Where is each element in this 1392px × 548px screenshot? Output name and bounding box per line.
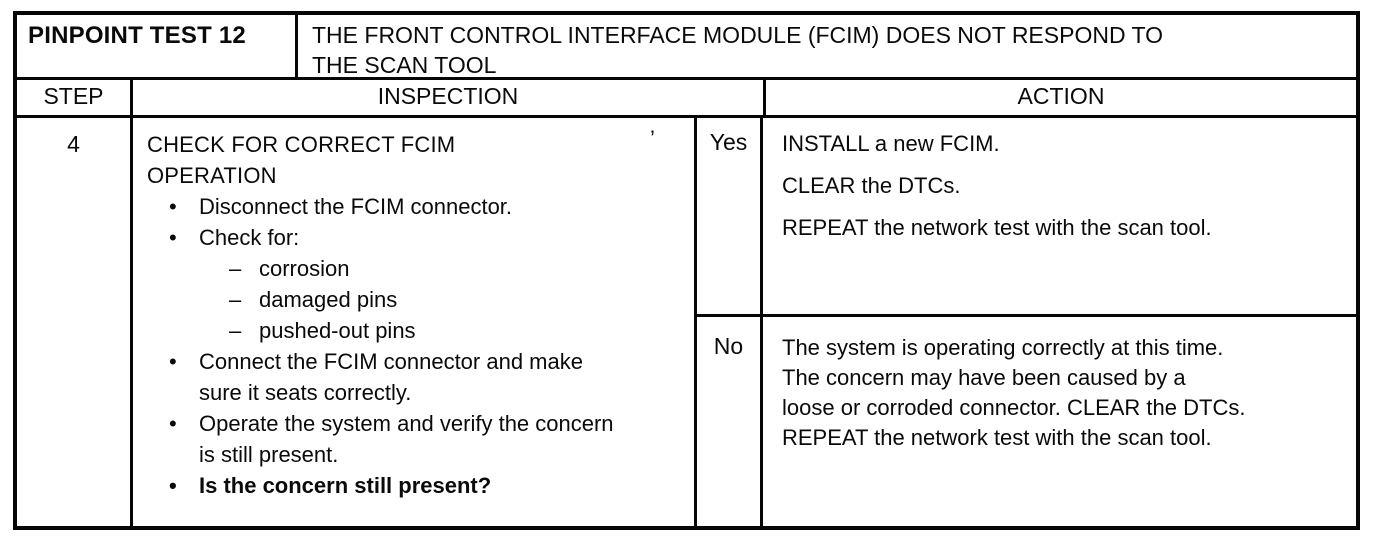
step-row: 4 CHECK FOR CORRECT FCIM OPERATION • Dis… (17, 118, 1356, 526)
action-cell-yes: INSTALL a new FCIM. CLEAR the DTCs. REPE… (763, 118, 1356, 314)
inspection-bullet: • Operate the system and verify the conc… (147, 408, 682, 470)
bullet-text: Disconnect the FCIM connector. (199, 194, 513, 219)
inspection-sub-item: – pushed-out pins (147, 315, 682, 346)
bullet-text: Check for: (199, 225, 300, 250)
action-paragraph: REPEAT the network test with the scan to… (782, 215, 1212, 240)
inspection-sub-item: – corrosion (147, 253, 682, 284)
pinpoint-test-title: THE FRONT CONTROL INTERFACE MODULE (FCIM… (298, 15, 1356, 78)
bullet-icon: • (169, 349, 177, 374)
column-header-step: STEP (17, 80, 133, 115)
inspection-cell: CHECK FOR CORRECT FCIM OPERATION • Disco… (133, 118, 697, 526)
action-line: loose or corroded connector. CLEAR the D… (782, 395, 1246, 420)
pinpoint-test-label: PINPOINT TEST 12 (17, 15, 298, 77)
table-title-row: PINPOINT TEST 12 THE FRONT CONTROL INTER… (17, 15, 1356, 80)
bullet-icon: • (169, 225, 177, 250)
sub-item-text: corrosion (259, 256, 350, 281)
step-number: 4 (17, 118, 133, 526)
dash-icon: – (229, 256, 242, 281)
column-header-row: STEP INSPECTION ACTION (17, 80, 1356, 118)
dash-icon: – (229, 287, 242, 312)
sub-item-text: damaged pins (259, 287, 398, 312)
outcome-row-no: No The system is operating correctly at … (697, 317, 1356, 526)
pinpoint-test-table: PINPOINT TEST 12 THE FRONT CONTROL INTER… (13, 11, 1360, 530)
answer-yes: Yes (697, 118, 763, 314)
bullet-icon: • (169, 194, 177, 219)
sub-item-text: pushed-out pins (259, 318, 416, 343)
bullet-icon: • (169, 411, 177, 436)
column-header-action: ACTION (1017, 83, 1105, 109)
action-cell-no: The system is operating correctly at thi… (763, 317, 1356, 526)
inspection-heading-line-2: OPERATION (147, 163, 277, 188)
bullet-icon: • (169, 473, 177, 498)
column-header-inspection: INSPECTION (133, 80, 766, 115)
inspection-heading: CHECK FOR CORRECT FCIM OPERATION (147, 129, 682, 191)
outcome-row-yes: Yes INSTALL a new FCIM. CLEAR the DTCs. … (697, 118, 1356, 317)
inspection-bullet: • Check for: (147, 222, 682, 253)
action-line: The concern may have been caused by a (782, 365, 1186, 390)
answer-no: No (697, 317, 763, 526)
outcome-column: Yes INSTALL a new FCIM. CLEAR the DTCs. … (697, 118, 1356, 526)
dash-icon: – (229, 318, 242, 343)
action-line: REPEAT the network test with the scan to… (782, 425, 1212, 450)
bullet-text: Connect the FCIM connector and make sure… (199, 349, 583, 405)
test-title-line-2: THE SCAN TOOL (312, 52, 497, 78)
inspection-question: • Is the concern still present? (147, 470, 682, 501)
action-line: The system is operating correctly at thi… (782, 335, 1224, 360)
scan-artifact-mark: ’ (650, 126, 655, 151)
question-text: Is the concern still present? (199, 473, 492, 498)
inspection-sub-item: – damaged pins (147, 284, 682, 315)
bullet-text: Operate the system and verify the concer… (199, 411, 614, 467)
action-paragraph: CLEAR the DTCs. (782, 173, 961, 198)
test-title-line-1: THE FRONT CONTROL INTERFACE MODULE (FCIM… (312, 22, 1164, 48)
inspection-bullet: • Connect the FCIM connector and make su… (147, 346, 682, 408)
inspection-bullet: • Disconnect the FCIM connector. (147, 191, 682, 222)
inspection-heading-line-1: CHECK FOR CORRECT FCIM (147, 132, 456, 157)
action-paragraph: INSTALL a new FCIM. (782, 131, 1000, 156)
